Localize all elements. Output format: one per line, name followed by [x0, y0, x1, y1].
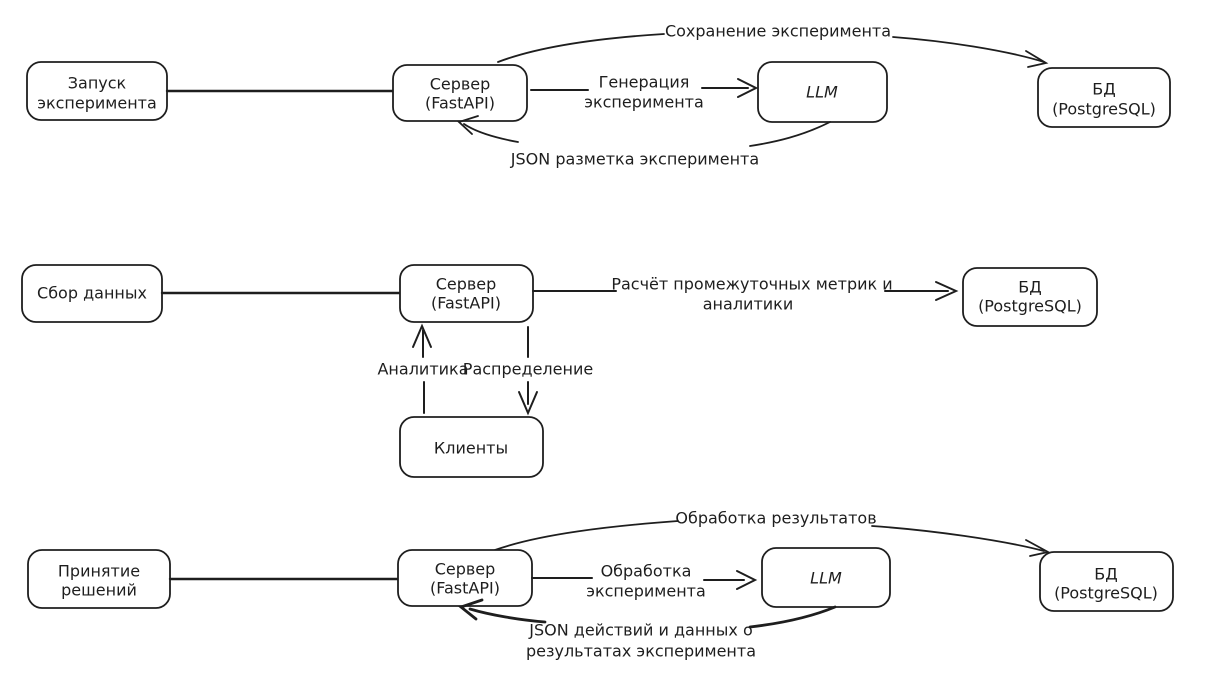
node-db-2-line1: БД	[1018, 278, 1041, 297]
node-clients	[399, 416, 544, 478]
node-db-3-line1: БД	[1094, 565, 1117, 584]
node-server-2-line1: Сервер	[436, 275, 497, 294]
edge-label-json-actions-line1: JSON действий и данных о	[528, 621, 753, 640]
arrowhead-metrics	[935, 281, 959, 301]
edge-label-save-experiment: Сохранение эксперимента	[665, 22, 891, 41]
node-launch-experiment-line1: Запуск	[68, 74, 127, 93]
node-llm-1	[757, 61, 888, 123]
edge-label-json-markup: JSON разметка эксперимента	[510, 150, 759, 169]
edge-label-metrics-line2: аналитики	[703, 295, 793, 314]
node-clients-label: Клиенты	[434, 439, 508, 458]
node-db-3-line2: (PostgreSQL)	[1054, 584, 1158, 603]
edge-results-left	[494, 520, 679, 551]
node-server-3-line2: (FastAPI)	[430, 579, 500, 598]
edge-label-results: Обработка результатов	[675, 509, 876, 528]
arrowhead-distribution	[518, 391, 538, 416]
node-server-1-line2: (FastAPI)	[425, 94, 495, 113]
row-data-collection: Сбор данных Сервер (FastAPI) Расчёт пром…	[21, 264, 1098, 478]
arrowhead-results	[1025, 539, 1051, 557]
edge-save-experiment-right	[892, 36, 1045, 63]
edge-label-generate-line1: Генерация	[599, 73, 690, 92]
node-decision-line2: решений	[61, 581, 137, 600]
edge-label-generate-line2: эксперимента	[584, 93, 704, 112]
arrowhead-analytics	[412, 323, 432, 348]
edge-json-markup-right	[749, 121, 831, 147]
arrowhead-json-markup	[457, 115, 479, 135]
node-db-2-line2: (PostgreSQL)	[978, 297, 1082, 316]
node-llm-3-label: LLM	[810, 569, 842, 588]
edge-label-process-line2: эксперимента	[586, 582, 706, 601]
edge-label-metrics-line1: Расчёт промежуточных метрик и	[611, 275, 892, 294]
node-server-2-line2: (FastAPI)	[431, 294, 501, 313]
node-data-collection-label: Сбор данных	[37, 284, 147, 303]
arrowhead-process	[736, 570, 758, 590]
edge-label-analytics: Аналитика	[377, 360, 468, 379]
edge-json-actions-left	[468, 607, 547, 624]
edge-label-process-line1: Обработка	[601, 562, 692, 581]
edge-results-right	[871, 525, 1045, 552]
arrowhead-json-actions	[458, 598, 484, 621]
node-server-fastapi-2	[399, 264, 534, 323]
edge-json-markup-left	[463, 123, 519, 143]
node-db-postgresql-3	[1039, 551, 1174, 612]
node-llm-1-label: LLM	[806, 83, 838, 102]
node-llm-3	[761, 547, 891, 608]
node-db-postgresql-2	[962, 267, 1098, 327]
row-launch-experiment: Сохранение эксперимента Запуск экспериме…	[26, 22, 1171, 169]
node-db-1-line1: БД	[1092, 80, 1115, 99]
node-server-1-line1: Сервер	[430, 75, 491, 94]
row-decision-making: Обработка результатов Принятие решений С…	[27, 509, 1174, 661]
edge-save-experiment-left	[497, 33, 665, 63]
node-db-1-line2: (PostgreSQL)	[1052, 100, 1156, 119]
arrowhead-generate	[737, 78, 759, 98]
arrowhead-save-experiment	[1025, 50, 1049, 68]
node-launch-experiment-line2: эксперимента	[37, 94, 157, 113]
edge-label-distribution: Распределение	[463, 360, 593, 379]
node-db-postgresql-1	[1037, 67, 1171, 128]
edge-label-json-actions-line2: результатах эксперимента	[526, 642, 756, 661]
node-server-3-line1: Сервер	[435, 560, 496, 579]
node-decision-line1: Принятие	[58, 562, 140, 581]
edge-json-actions-right	[748, 605, 837, 629]
